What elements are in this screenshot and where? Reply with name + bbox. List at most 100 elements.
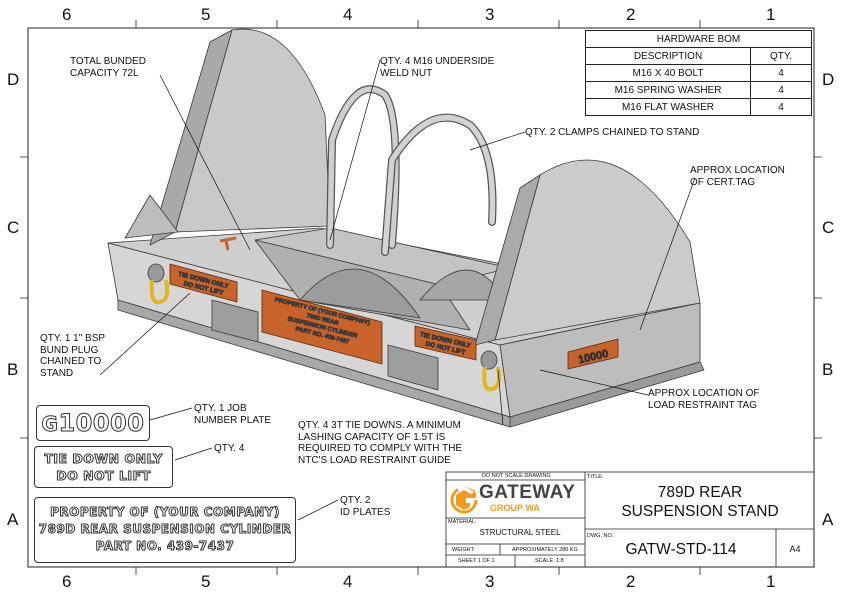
sheet-number: SHEET 1 OF 1 (458, 558, 495, 564)
id-plate-line3: PART NO. 439-7437 (95, 539, 235, 554)
material-label: MATERIAL: (448, 519, 477, 525)
callout-tie-plate-qty-line1: QTY. 4 (214, 443, 245, 454)
hardware-bom-table: HARDWARE BOM DESCRIPTION QTY. M16 X 40 B… (585, 30, 812, 116)
zone-row-d-right: D (822, 70, 835, 89)
callout-id-plates-line1: QTY. 2 (340, 495, 371, 506)
id-plate-line2: 789D REAR SUSPENSION CYLINDER (38, 522, 292, 537)
zone-col-3-top: 3 (485, 5, 495, 24)
callout-bunded-capacity-line2: CAPACITY 72L (70, 67, 139, 79)
zone-row-c-left: C (7, 218, 20, 237)
callout-load-tag-line1: APPROX LOCATION OF (648, 388, 760, 399)
callout-bund-plug: QTY. 1 1" BSP BUND PLUG CHAINED TO STAND (40, 333, 105, 379)
scale-value: SCALE: 1:8 (535, 558, 564, 564)
callout-bund-plug-line2: BUND PLUG (40, 344, 99, 356)
fork-pocket-left (211, 299, 259, 343)
callout-job-plate-line1: QTY. 1 JOB (194, 403, 247, 414)
callout-tie-downs-line1: QTY. 4 3T TIE DOWNS. A MINIMUM (298, 420, 461, 431)
gateway-logo-sub: GROUP WA (490, 503, 540, 513)
callout-bunded-capacity: TOTAL BUNDED CAPACITY 72L (70, 56, 146, 79)
clamp-1-inner (327, 86, 399, 248)
sheet-size: A4 (789, 544, 801, 554)
callout-tie-downs-line3: REQUIRED TO COMPLY WITH THE (298, 443, 463, 454)
upright-right (494, 159, 701, 341)
callout-bunded-capacity-line1: TOTAL BUNDED (70, 56, 146, 67)
callout-id-plates-line2: ID PLATES (340, 506, 391, 518)
tie-down-plate-line2: DO NOT LIFT (56, 468, 151, 484)
job-number-plate: G10000 (36, 405, 150, 441)
zone-row-a-left: A (7, 510, 19, 529)
callout-tie-downs-line2: LASHING CAPACITY OF 1.5T IS (298, 431, 446, 443)
weight-value: APPROXIMATELY 280 KG (512, 547, 578, 553)
upright-right-side (474, 174, 541, 346)
drawing-title-line2: SUSPENSION STAND (621, 503, 779, 520)
job-number-plate-text: 10000 (58, 409, 145, 438)
weight-label: WEIGHT: (452, 547, 475, 553)
bund-plug (219, 236, 237, 251)
shackle-right (480, 350, 502, 392)
drawing-border (20, 20, 822, 575)
callout-tie-downs-line4: NTC'S LOAD RESTRAINT GUIDE (298, 454, 451, 466)
zone-col-2-top: 2 (626, 5, 636, 24)
drawing-number: GATW-STD-114 (625, 541, 737, 558)
callout-load-restraint-tag: APPROX LOCATION OF LOAD RESTRAINT TAG (648, 388, 760, 411)
zone-row-b-left: B (7, 360, 19, 379)
zone-row-a-right: A (822, 510, 834, 529)
upright-left (174, 28, 331, 233)
zone-col-5-top: 5 (201, 5, 211, 24)
bom-row-qty: 4 (750, 98, 812, 116)
stand-model: TIE DOWN ONLY DO NOT LIFT PROPERTY OF (Y… (107, 28, 705, 428)
id-plate: PROPERTY OF (YOUR COMPANY) 789D REAR SUS… (34, 497, 296, 563)
tie-down-plate-line1: TIE DOWN ONLY (44, 451, 163, 467)
zone-col-6-top: 6 (62, 5, 72, 24)
zone-col-4-bottom: 4 (343, 572, 353, 591)
upright-left-side (149, 29, 233, 246)
callout-id-plates: QTY. 2 ID PLATES (340, 495, 390, 518)
drawing-number-label: DWG. NO. (587, 533, 614, 539)
zone-col-2-bottom: 2 (626, 572, 636, 591)
gateway-logo-icon (450, 486, 478, 514)
gateway-logo-text: GATEWAY (479, 482, 576, 503)
callout-cert-tag-line2: OF CERT.TAG (690, 176, 756, 188)
fork-pocket-right (387, 344, 439, 391)
callout-clamps: QTY. 2 CLAMPS CHAINED TO STAND (525, 127, 699, 139)
callout-bund-plug-line1: QTY. 1 1" BSP (40, 333, 106, 344)
base-rail-side (509, 361, 705, 428)
material-value: STRUCTURAL STEEL (479, 528, 561, 537)
bom-row: M16 FLAT WASHER 4 (585, 98, 812, 116)
callout-clamps-line1: QTY. 2 CLAMPS CHAINED TO STAND (525, 127, 700, 138)
callout-job-plate: QTY. 1 JOB NUMBER PLATE (194, 403, 271, 426)
zone-row-d-left: D (7, 70, 20, 89)
zone-row-c-right: C (822, 218, 835, 237)
zone-col-6-bottom: 6 (62, 572, 72, 591)
gateway-g-icon: G (41, 412, 59, 437)
callout-bund-plug-line3: CHAINED TO (40, 356, 102, 367)
callout-tie-downs: QTY. 4 3T TIE DOWNS. A MINIMUM LASHING C… (298, 420, 462, 466)
leader-lines (99, 59, 696, 521)
shackle-left (147, 263, 170, 305)
zone-col-3-bottom: 3 (485, 572, 495, 591)
zone-col-5-bottom: 5 (201, 572, 211, 591)
callout-tie-plate-qty: QTY. 4 (214, 443, 244, 455)
tie-down-plate: TIE DOWN ONLY DO NOT LIFT (34, 446, 173, 488)
zone-row-b-right: B (822, 360, 834, 379)
id-plate-line1: PROPERTY OF (YOUR COMPANY) (50, 505, 280, 520)
zone-col-4-top: 4 (343, 5, 353, 24)
callout-weld-nut: QTY. 4 M16 UNDERSIDE WELD NUT (380, 56, 494, 79)
upright-left-gusset (124, 194, 179, 239)
zone-col-1-top: 1 (766, 5, 776, 24)
zone-col-1-bottom: 1 (766, 572, 776, 591)
callout-cert-tag-line1: APPROX LOCATION (690, 165, 785, 176)
do-not-scale-note: DO NOT SCALE DRAWING (482, 473, 551, 479)
callout-weld-nut-line2: WELD NUT (380, 67, 433, 79)
clamp-2-inner (382, 114, 496, 255)
tag-id-plate: PROPERTY OF (YOUR COMPANY) 789D REAR SUS… (261, 289, 383, 365)
title-label: TITLE: (587, 474, 604, 480)
drawing-title-line1: 789D REAR (657, 484, 743, 501)
callout-load-tag-line2: LOAD RESTRAINT TAG (648, 399, 757, 411)
callout-weld-nut-line1: QTY. 4 M16 UNDERSIDE (380, 56, 495, 67)
callout-cert-tag: APPROX LOCATION OF CERT.TAG (690, 165, 785, 188)
callout-job-plate-line2: NUMBER PLATE (194, 414, 272, 426)
callout-bund-plug-line4: STAND (40, 367, 74, 379)
